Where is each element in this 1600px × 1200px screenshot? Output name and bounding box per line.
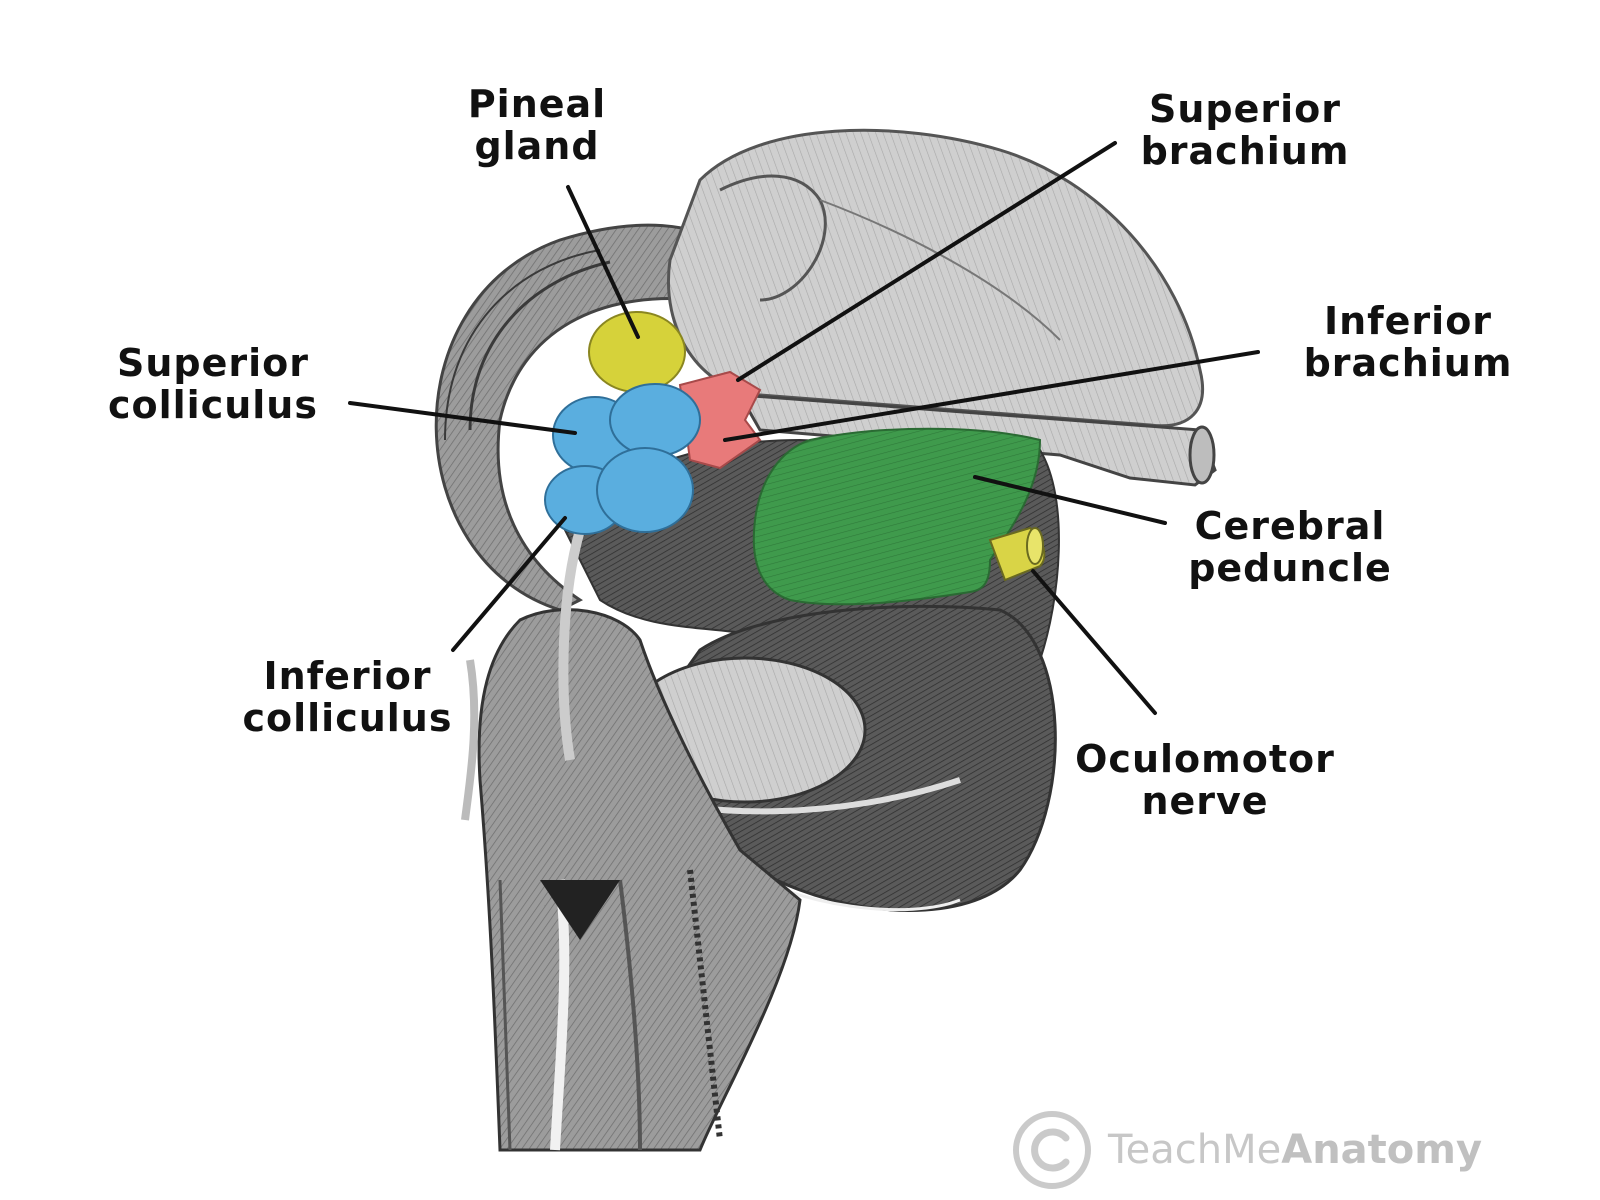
label-inferior-brachium: Inferior brachium xyxy=(1303,299,1513,385)
watermark-text: TeachMeAnatomy xyxy=(1108,1127,1483,1173)
leader-cerebral-peduncle xyxy=(973,475,1167,525)
leader-inferior-colliculus xyxy=(451,516,567,652)
leader-lines xyxy=(348,141,1260,715)
label-pineal-gland: Pineal gland xyxy=(467,82,607,168)
cerebral-peduncle xyxy=(752,427,1042,606)
label-superior-colliculus: Superior colliculus xyxy=(108,341,318,427)
copyright-icon xyxy=(1013,1111,1091,1189)
medulla xyxy=(461,528,802,1152)
label-inferior-colliculus: Inferior colliculus xyxy=(242,654,453,740)
leader-pineal-gland xyxy=(566,185,640,339)
watermark: TeachMeAnatomy xyxy=(1010,1108,1482,1192)
leader-oculomotor-nerve xyxy=(1031,569,1157,715)
leader-superior-brachium xyxy=(736,141,1117,382)
leader-superior-colliculus xyxy=(348,401,577,435)
label-oculomotor-nerve: Oculomotor nerve xyxy=(1075,737,1335,823)
oculomotor-nerve-shape xyxy=(988,526,1046,582)
label-superior-brachium: Superior brachium xyxy=(1140,87,1350,173)
label-cerebral-peduncle: Cerebral peduncle xyxy=(1188,504,1392,590)
leader-inferior-brachium xyxy=(723,350,1260,442)
pineal-gland-shape xyxy=(588,311,686,393)
upper-mass xyxy=(667,128,1205,428)
brachia-shape xyxy=(678,370,762,470)
colliculi-shape xyxy=(544,383,701,535)
